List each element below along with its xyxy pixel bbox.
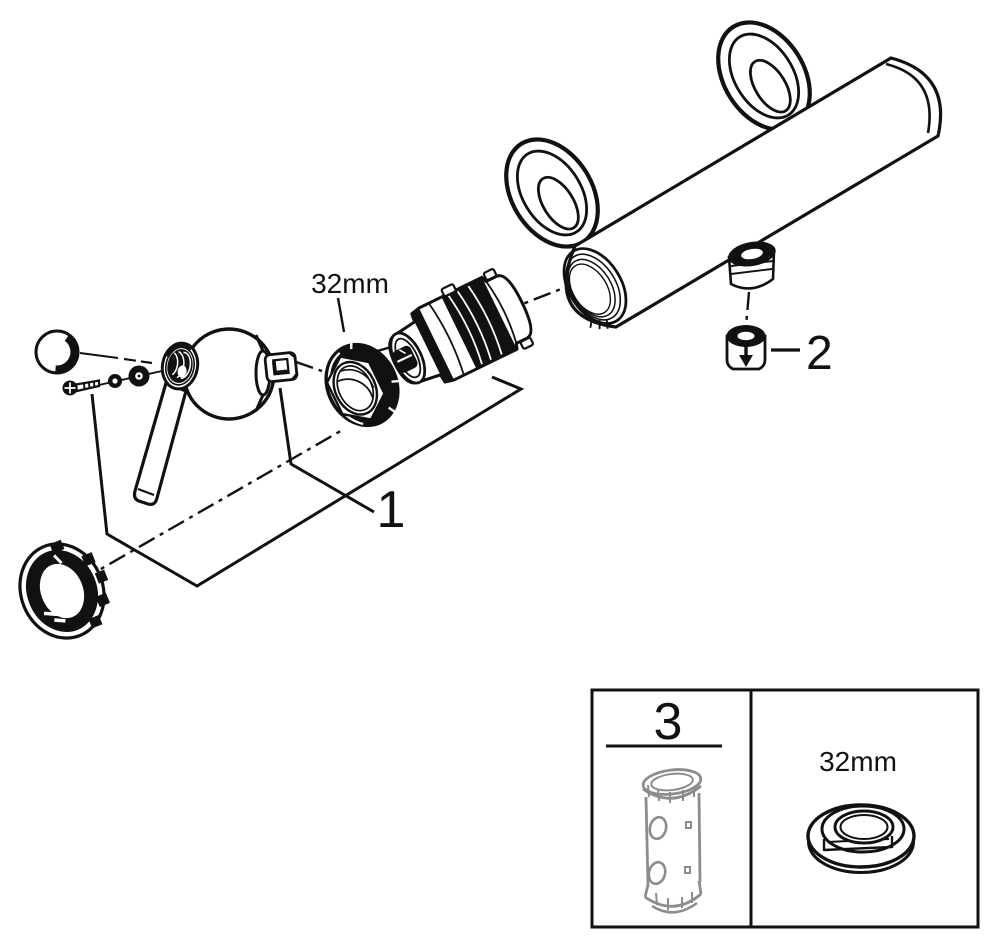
inset-part3-label: 3 bbox=[654, 693, 683, 751]
cap-nut-part bbox=[324, 340, 400, 428]
mounting-ring-part bbox=[18, 539, 110, 640]
bottom-outlet-port bbox=[727, 241, 776, 290]
wall-escutcheon-right bbox=[716, 20, 812, 132]
washer-small-part bbox=[108, 374, 122, 388]
wall-escutcheon-left bbox=[504, 137, 600, 249]
handle-collar bbox=[160, 341, 200, 391]
part2-label: 2 bbox=[806, 327, 833, 380]
handle-part bbox=[132, 327, 276, 506]
washer-large-part bbox=[128, 365, 150, 387]
cartridge-part bbox=[388, 268, 535, 385]
check-valve-part bbox=[725, 325, 767, 371]
handle-cap-part bbox=[34, 329, 80, 375]
part1-label: 1 bbox=[377, 481, 406, 539]
flow-direction-arrow-icon bbox=[739, 343, 753, 367]
faucet-body bbox=[504, 20, 943, 330]
nut-size-leader-line bbox=[336, 297, 346, 333]
inset-nut-part bbox=[806, 803, 916, 874]
square-adapter-part bbox=[263, 351, 299, 384]
nut-size-label: 32mm bbox=[311, 268, 389, 299]
inset-nut-size-label: 32mm bbox=[819, 746, 897, 777]
group-1-leader-lines bbox=[90, 375, 525, 588]
handle-lever bbox=[132, 380, 188, 506]
handle-screw-part bbox=[62, 379, 101, 396]
mounting-tool-part bbox=[641, 768, 703, 914]
inset-box: 3 32mm bbox=[590, 688, 980, 929]
body-open-end bbox=[562, 247, 628, 330]
